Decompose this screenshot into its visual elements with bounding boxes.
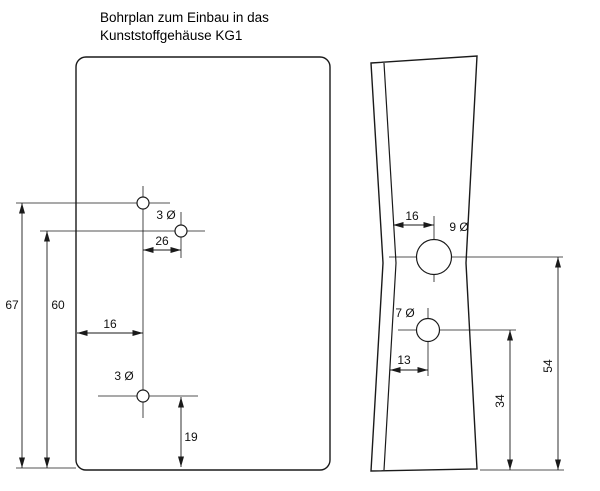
dimension-label-19: 19 xyxy=(184,430,198,444)
dimension-label-13: 13 xyxy=(397,353,411,367)
label-top-hole-diameter: 3 Ø xyxy=(156,208,175,222)
dimension-label-54: 54 xyxy=(541,359,555,373)
side-panel-inner-edge xyxy=(383,62,397,471)
dimension-label-60: 60 xyxy=(51,298,65,312)
side-view: 16 9 Ø 7 Ø 13 34 54 xyxy=(370,55,564,472)
dimension-label-67: 67 xyxy=(5,298,19,312)
hole-bottom-3mm xyxy=(136,389,150,403)
label-bottom-hole-diameter: 3 Ø xyxy=(114,369,133,383)
hole-top-right-3mm xyxy=(174,224,188,238)
dimension-label-34: 34 xyxy=(493,394,507,408)
drawing-title-line2: Kunststoffgehäuse KG1 xyxy=(100,28,242,43)
front-view: 3 Ø 26 67 60 16 3 Ø 19 xyxy=(5,56,331,471)
drawing-title-line1: Bohrplan zum Einbau in das xyxy=(100,10,269,25)
label-small-hole-diameter: 7 Ø xyxy=(395,306,414,320)
label-large-hole-diameter: 9 Ø xyxy=(449,220,468,234)
dimension-label-26: 26 xyxy=(155,234,169,248)
hole-large-9mm xyxy=(415,238,453,276)
dimension-label-16-side: 16 xyxy=(405,209,419,223)
hole-small-7mm xyxy=(415,317,441,343)
hole-top-left-3mm xyxy=(136,196,150,210)
title-block: Bohrplan zum Einbau in das Kunststoffgeh… xyxy=(100,10,269,43)
dimension-label-16-front: 16 xyxy=(103,317,117,331)
front-panel-outline xyxy=(75,56,331,471)
